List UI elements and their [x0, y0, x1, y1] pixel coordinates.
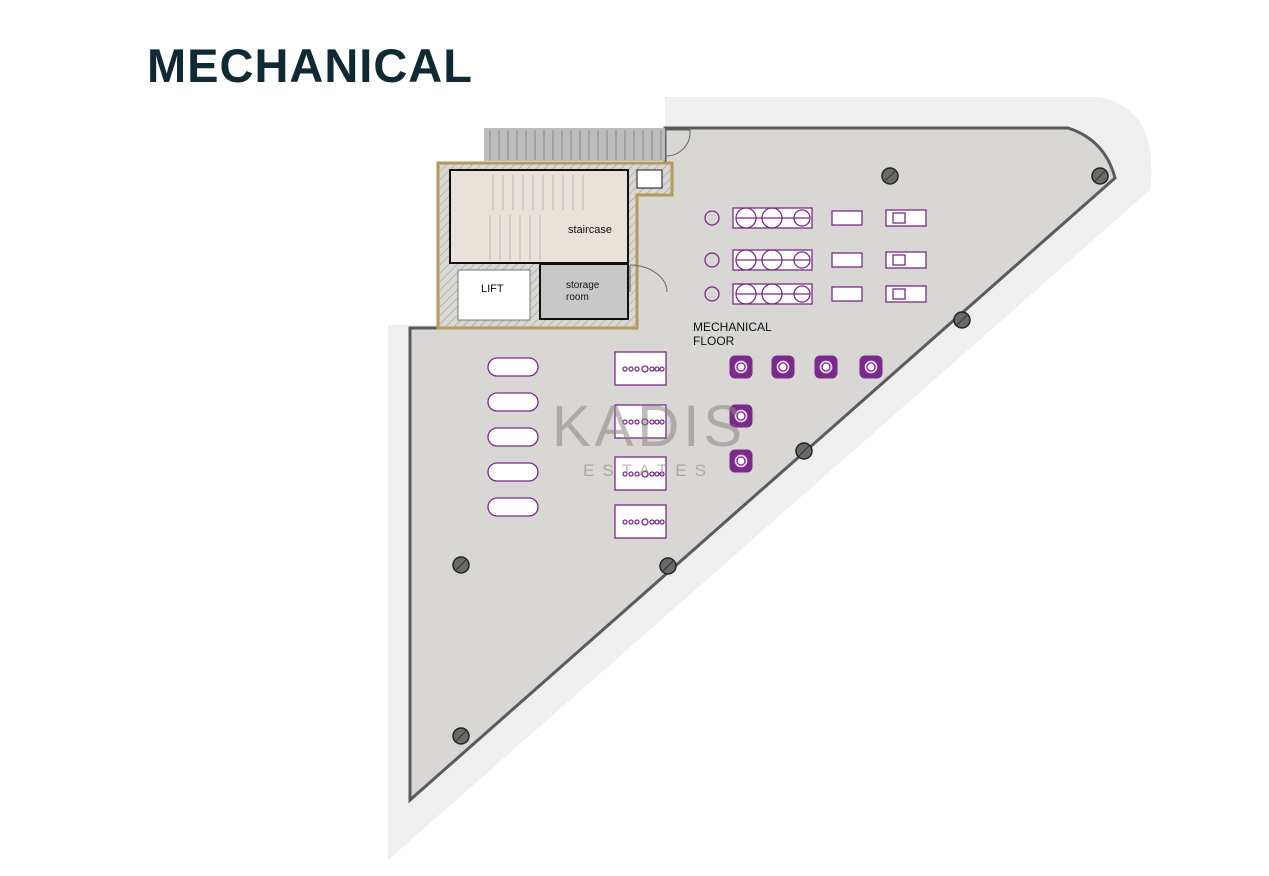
fan-unit — [729, 355, 753, 379]
boiler-unit — [614, 504, 667, 539]
structural-column — [452, 556, 470, 574]
lift-shaft — [457, 269, 531, 321]
structural-column — [795, 442, 813, 460]
pump-circle — [704, 252, 720, 268]
cylinder-tank — [487, 357, 539, 377]
structural-column — [659, 557, 677, 575]
boiler-unit — [614, 351, 667, 386]
storage-room — [539, 263, 629, 320]
staircase-label: staircase — [568, 224, 612, 236]
fan-unit — [729, 449, 753, 473]
fan-unit — [859, 355, 883, 379]
external-stair — [484, 128, 665, 161]
boiler-unit — [614, 456, 667, 491]
storage-label-1: storage — [566, 280, 600, 291]
pump-unit — [885, 285, 927, 303]
pump-circle — [704, 286, 720, 302]
pump-unit — [885, 251, 927, 269]
structural-column — [953, 311, 971, 329]
floor-label-2: FLOOR — [693, 334, 735, 348]
fan-unit — [771, 355, 795, 379]
structural-column — [1091, 167, 1109, 185]
watermark-brand: KADIS — [552, 394, 746, 459]
watermark-sub: ESTATES — [583, 461, 714, 480]
control-panel — [831, 210, 863, 226]
page-title: MECHANICAL — [147, 39, 473, 92]
storage-door — [629, 264, 668, 293]
boiler-unit — [614, 404, 667, 439]
storage-label-2: room — [566, 292, 589, 303]
tank-pair — [732, 249, 813, 271]
cylinder-tank — [487, 462, 539, 482]
fan-unit — [729, 404, 753, 428]
fan-unit — [814, 355, 838, 379]
structural-column — [452, 727, 470, 745]
roof-door — [665, 129, 691, 157]
tank-pair — [732, 207, 813, 229]
floor-label-1: MECHANICAL — [693, 320, 772, 334]
duct-shaft — [636, 169, 663, 189]
control-panel — [831, 252, 863, 268]
pump-unit — [885, 209, 927, 227]
lift-label: LIFT — [481, 283, 504, 295]
cylinder-tank — [487, 427, 539, 447]
cylinder-tank — [487, 497, 539, 517]
staircase-room — [449, 169, 629, 264]
control-panel — [831, 286, 863, 302]
tank-pair — [732, 283, 813, 305]
structural-column — [881, 167, 899, 185]
pump-circle — [704, 210, 720, 226]
cylinder-tank — [487, 392, 539, 412]
